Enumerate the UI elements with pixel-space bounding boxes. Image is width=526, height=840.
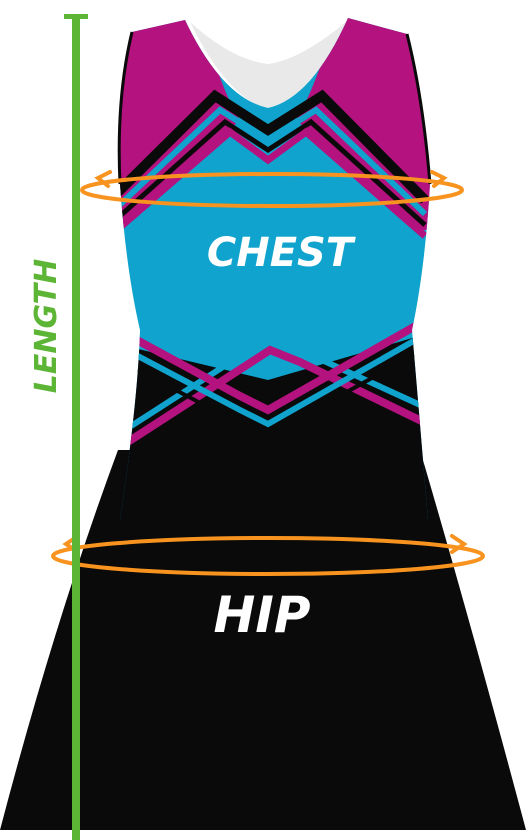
hip-label: HIP xyxy=(213,586,310,644)
chest-label: CHEST xyxy=(207,230,356,276)
length-label: LENGTH xyxy=(29,259,64,393)
